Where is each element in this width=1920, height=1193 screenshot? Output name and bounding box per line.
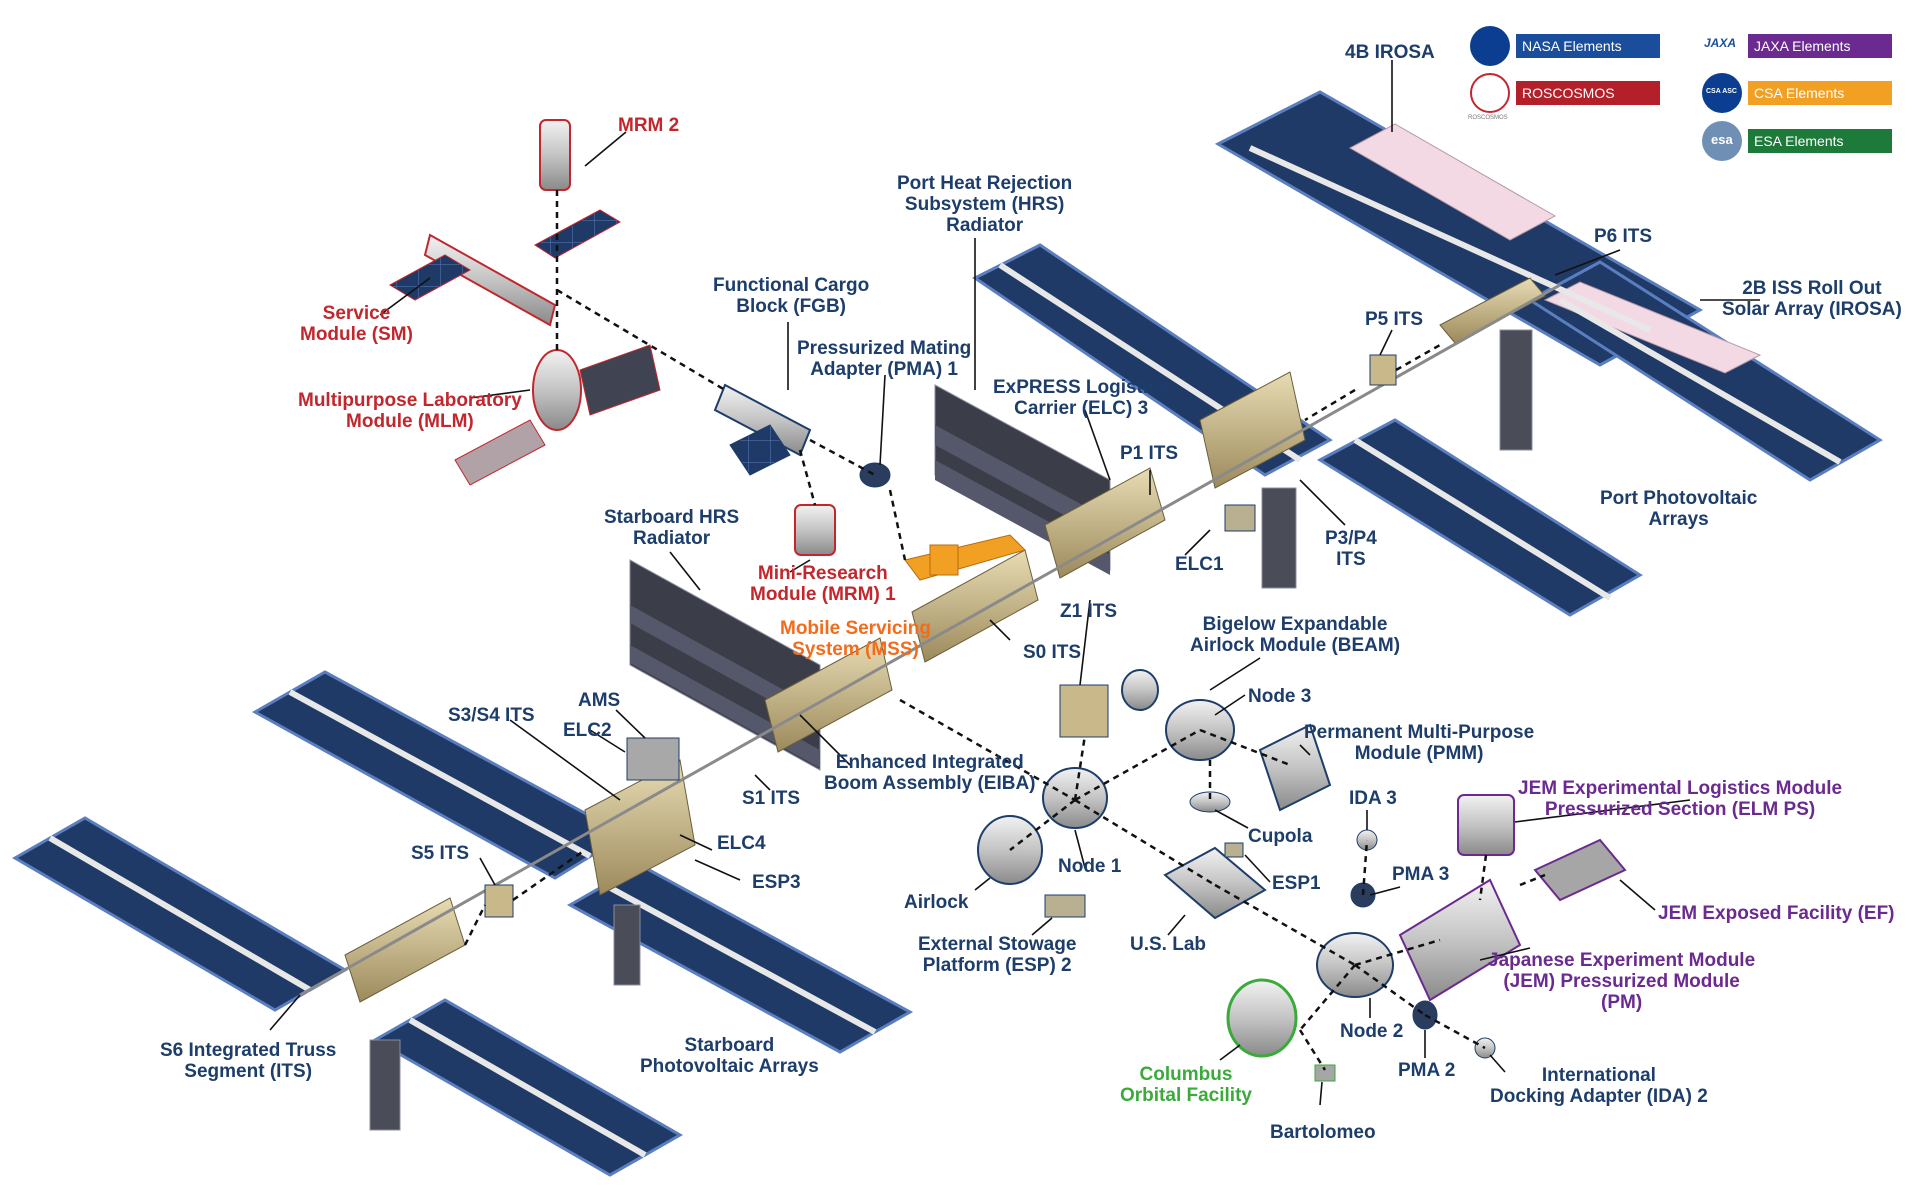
russian-segment-art (388, 119, 891, 556)
jem-elm-art (1457, 794, 1515, 856)
label-s1: S1 ITS (742, 788, 801, 809)
z1-art (1059, 684, 1109, 738)
csa-logo: CSA ASC (1702, 73, 1742, 113)
mss-art (904, 534, 1026, 581)
label-bartolomeo: Bartolomeo (1270, 1122, 1376, 1143)
label-s0: S0 ITS (1023, 642, 1082, 663)
s5-art (484, 884, 514, 918)
jem-ef-art (1533, 838, 1627, 902)
esa-logo-text: esa (1711, 132, 1733, 147)
label-jem-ef: JEM Exposed Facility (EF) (1658, 903, 1895, 924)
roscosmos-logo: ROSCOSMOS (1468, 73, 1510, 121)
esa-logo: esa (1702, 121, 1742, 161)
p5-art (1369, 354, 1397, 386)
label-esp1: ESP1 (1272, 873, 1321, 894)
label-p5: P5 ITS (1365, 309, 1424, 330)
p6-truss (1439, 277, 1546, 344)
jem-art (1398, 794, 1627, 1002)
label-s5: S5 ITS (411, 843, 470, 864)
other-truss-hardware (484, 354, 1397, 918)
us-lab-art (1163, 846, 1267, 920)
legend: NASA Elements ROSCOSMOS ROSCOSMOS Elemen… (1468, 26, 1910, 164)
cupola-art (1189, 791, 1231, 813)
esa-art (1226, 978, 1336, 1082)
esp2-art (1044, 894, 1086, 918)
label-4b-irosa: 4B IROSA (1345, 42, 1435, 63)
label-pma3: PMA 3 (1392, 864, 1450, 885)
legend-label-nasa: NASA Elements (1516, 34, 1660, 58)
label-pma2: PMA 2 (1398, 1060, 1456, 1081)
label-elc1: ELC1 (1175, 554, 1224, 575)
label-s3s4: S3/S4 ITS (448, 705, 535, 726)
label-us-lab: U.S. Lab (1130, 934, 1207, 955)
pmm-art (1258, 723, 1332, 812)
jaxa-logo-text: JAXA (1704, 36, 1737, 50)
label-node2: Node 2 (1340, 1021, 1404, 1042)
nasa-logo (1470, 26, 1510, 66)
label-node1: Node 1 (1058, 856, 1122, 877)
esp1-art (1224, 842, 1244, 858)
label-airlock: Airlock (904, 892, 969, 913)
legend-label-jaxa: JAXA Elements (1748, 34, 1892, 58)
leader-lines (269, 60, 1760, 1106)
legend-label-esa: ESA Elements (1748, 129, 1892, 153)
elc-art (1224, 504, 1256, 532)
label-elc4: ELC4 (717, 833, 766, 854)
s1-truss (764, 637, 893, 753)
legend-label-roscosmos: ROSCOSMOS Elements (1516, 81, 1660, 125)
label-elc2: ELC2 (563, 720, 612, 741)
label-mrm2: MRM 2 (618, 115, 680, 136)
bartolomeo-art (1314, 1064, 1336, 1082)
label-node3: Node 3 (1248, 686, 1312, 707)
csa-logo-text: CSA ASC (1706, 88, 1737, 95)
port-outer-solar-arrays (1214, 90, 1883, 482)
beam-art (1121, 669, 1159, 711)
label-ida3: IDA 3 (1349, 788, 1397, 809)
assembly-connectors (463, 190, 1546, 1071)
irosa-4b (1348, 123, 1557, 241)
label-cupola: Cupola (1248, 826, 1313, 847)
starboard-outer-solar-arrays (12, 816, 684, 1177)
truss-radiators (369, 329, 1533, 1131)
jem-pm-art (1398, 878, 1522, 1002)
label-esp3: ESP3 (752, 872, 801, 893)
label-p1: P1 ITS (1120, 443, 1179, 464)
integrated-truss (299, 277, 1561, 1003)
label-jem-pm: Japanese Experiment Module(JEM) Pressuri… (1488, 950, 1756, 1013)
label-z1: Z1 ITS (1060, 601, 1118, 622)
columbus-art (1226, 978, 1298, 1058)
legend-label-csa: CSA Elements (1748, 81, 1892, 105)
label-p6: P6 ITS (1594, 226, 1653, 247)
p3p4-truss (1199, 371, 1306, 489)
jaxa-logo: JAXA (1702, 26, 1742, 66)
p1-truss (1044, 467, 1166, 579)
ams-art (626, 737, 680, 781)
roscosmos-logo-text: ROSCOSMOS (1468, 115, 1508, 121)
label-ams: AMS (578, 690, 621, 711)
